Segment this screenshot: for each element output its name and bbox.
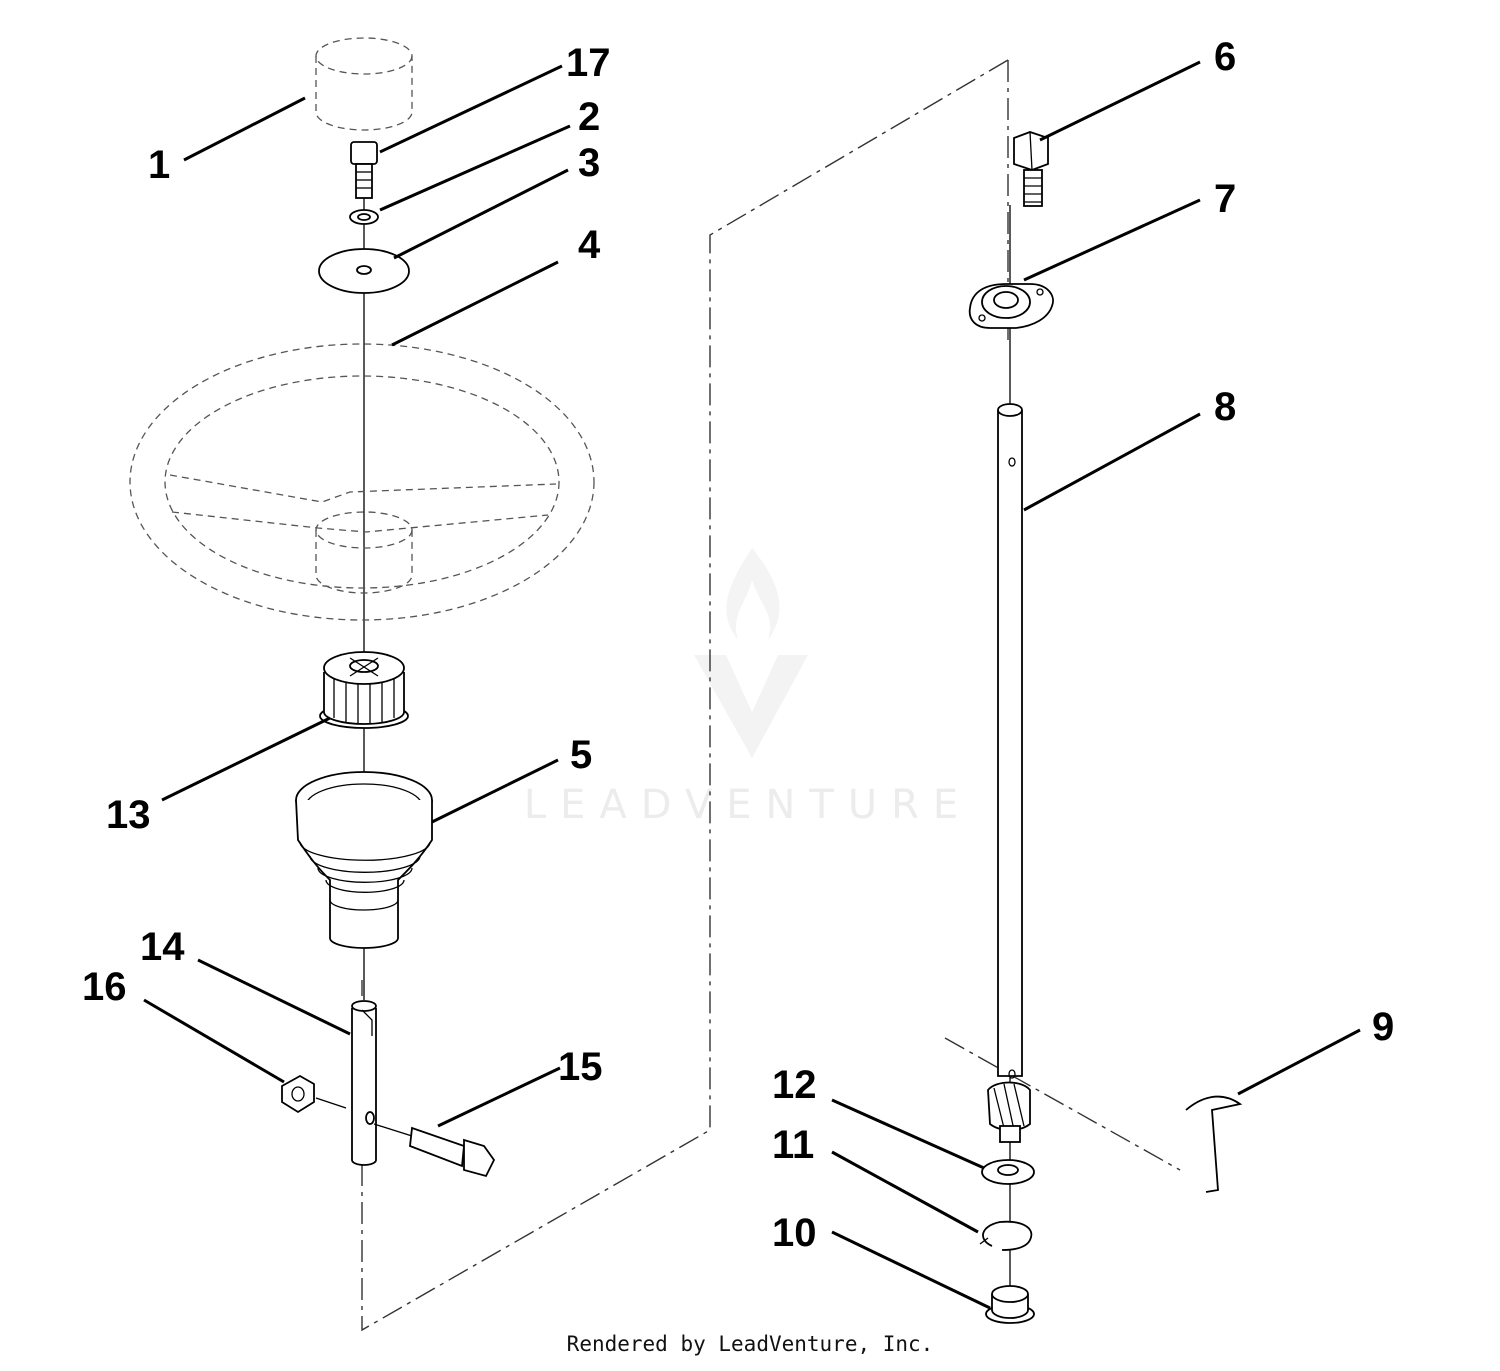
callout-7: 7 [1214,177,1236,221]
pinion-gear-part [987,1081,1031,1143]
callout-6: 6 [1214,35,1236,79]
callout-10: 10 [772,1211,817,1255]
column-tube-part [997,403,1023,1079]
hex-bolt-part [1013,131,1049,207]
callout-9: 9 [1372,1005,1394,1049]
callout-16: 16 [82,965,127,1009]
flat-washer-part [318,248,410,294]
callout-12: 12 [772,1063,817,1107]
bushing-part [985,1285,1035,1324]
callout-17: 17 [566,41,611,85]
flange-bearing-part [968,283,1054,329]
lower-washer-part [981,1159,1035,1185]
column-boot-part [295,771,433,949]
callout-4: 4 [578,223,601,267]
lock-washer-part [349,209,379,225]
callout-15: 15 [558,1045,603,1089]
cap-part [315,37,413,131]
callout-3: 3 [578,141,600,185]
watermark-text: LEADVENTURE [524,782,972,828]
callout-1: 1 [148,143,170,187]
callout-8: 8 [1214,385,1236,429]
footer-credit: Rendered by LeadVenture, Inc. [566,1332,934,1356]
leader-lines [143,60,1361,1310]
bolt-part [373,1123,496,1178]
callout-14: 14 [140,925,185,969]
callout-5: 5 [570,733,592,777]
callout-2: 2 [578,95,600,139]
steering-shaft-part [351,1000,377,1166]
steering-wheel-part [129,343,595,621]
retaining-ring-part [979,1220,1033,1251]
hex-nut-part [281,1074,347,1114]
callout-11: 11 [772,1123,814,1167]
callout-13: 13 [106,793,151,837]
screw-part [350,141,378,199]
watermark-logo [694,548,808,758]
hairpin-clip-part [1185,1095,1243,1193]
spline-adapter-part [319,651,409,729]
